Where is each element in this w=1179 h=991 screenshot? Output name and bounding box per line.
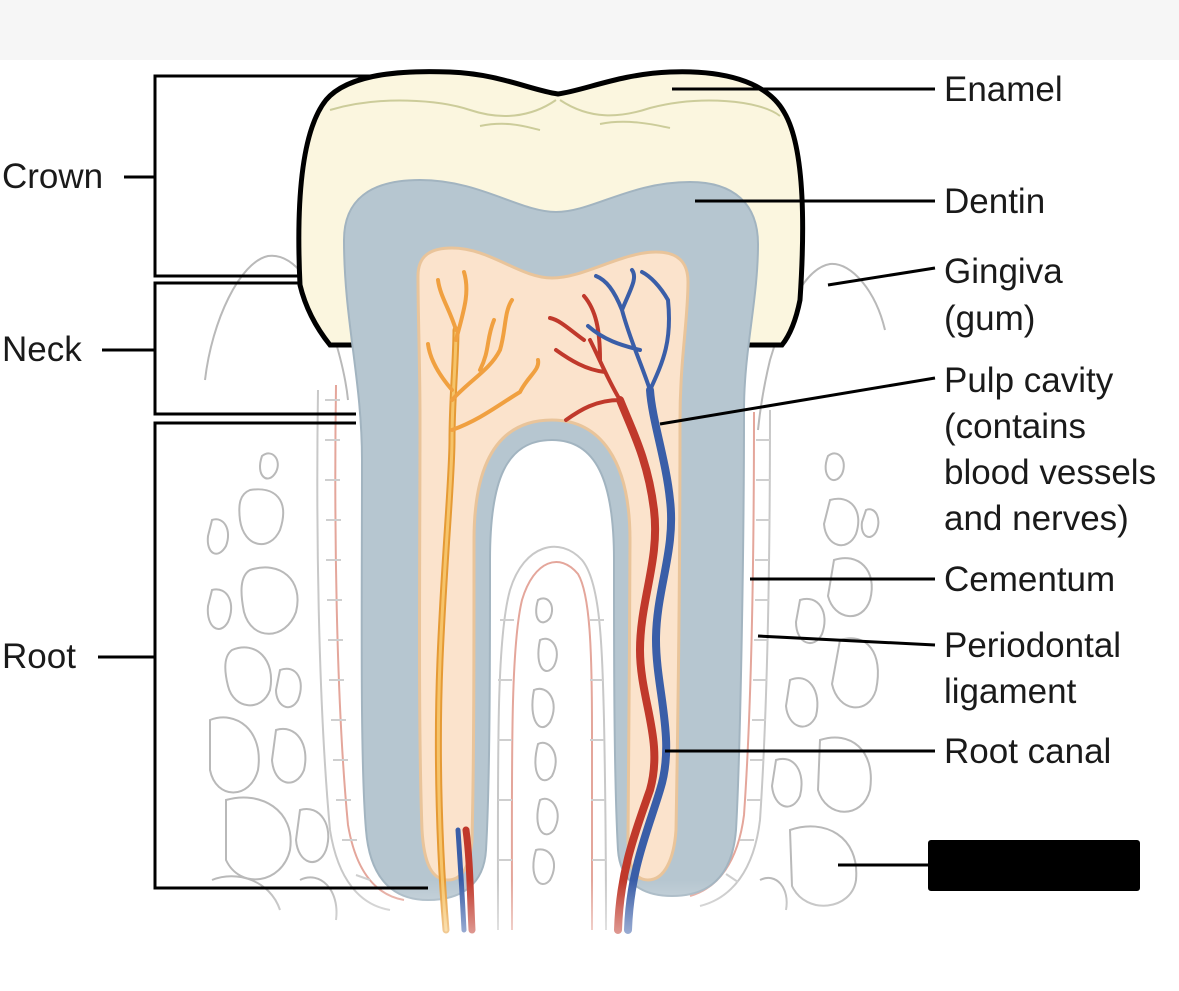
label-gingiva-line1: Gingiva	[944, 252, 1063, 291]
label-pulp-line1: Pulp cavity	[944, 361, 1114, 400]
bone-cell	[224, 646, 273, 707]
nerve	[426, 270, 541, 934]
label-periodontal-line2: ligament	[944, 672, 1077, 711]
leader-lines	[659, 87, 936, 867]
bone-cell	[206, 588, 233, 630]
region-brackets	[98, 74, 428, 890]
bottom-fade	[200, 880, 900, 991]
pulp-cavity-leader	[659, 376, 936, 426]
bone-cell	[206, 518, 230, 555]
label-root-canal: Root canal	[944, 732, 1111, 771]
label-enamel: Enamel	[944, 70, 1063, 109]
top-margin-strip	[0, 0, 1179, 60]
label-gingiva-line2: (gum)	[944, 299, 1035, 338]
bone-cell	[531, 687, 555, 729]
redacted-label-box	[928, 840, 1140, 891]
bone-cell	[860, 508, 880, 538]
label-periodontal-line1: Periodontal	[944, 626, 1121, 665]
label-pulp-line3: blood vessels	[944, 453, 1156, 492]
bone-cell	[824, 452, 845, 481]
bone-cell	[784, 677, 819, 728]
label-root: Root	[2, 637, 76, 676]
label-pulp-line2: (contains	[944, 407, 1086, 446]
bone-cell	[537, 637, 558, 672]
bone-cell	[240, 566, 299, 635]
gingiva-leader	[827, 266, 936, 287]
label-cementum: Cementum	[944, 560, 1115, 599]
bone-cell	[826, 557, 873, 618]
bone-cell	[770, 757, 803, 808]
label-pulp-line4: and nerves)	[944, 499, 1129, 538]
bone-cell	[816, 736, 872, 813]
bone-cell	[259, 452, 279, 480]
bone-cell	[225, 796, 292, 881]
label-dentin: Dentin	[944, 182, 1045, 221]
bone-cell	[830, 637, 879, 709]
label-crown: Crown	[2, 157, 103, 196]
gingiva-left-outline	[204, 254, 349, 401]
bone-cell	[294, 808, 330, 863]
bone-cell	[274, 667, 302, 709]
bone-cell	[238, 488, 285, 546]
bone-cell	[532, 848, 555, 886]
enamel-surface-lines	[329, 99, 781, 131]
bone-cell	[822, 497, 860, 547]
periodontal-ligament-leader	[757, 634, 936, 647]
bone-cell	[209, 716, 260, 794]
bone-cell	[534, 741, 557, 782]
bone-cell	[536, 797, 559, 836]
bone-cell	[270, 727, 307, 784]
bone-cell	[794, 597, 826, 645]
label-neck: Neck	[2, 330, 82, 369]
bone-cell	[535, 597, 554, 624]
